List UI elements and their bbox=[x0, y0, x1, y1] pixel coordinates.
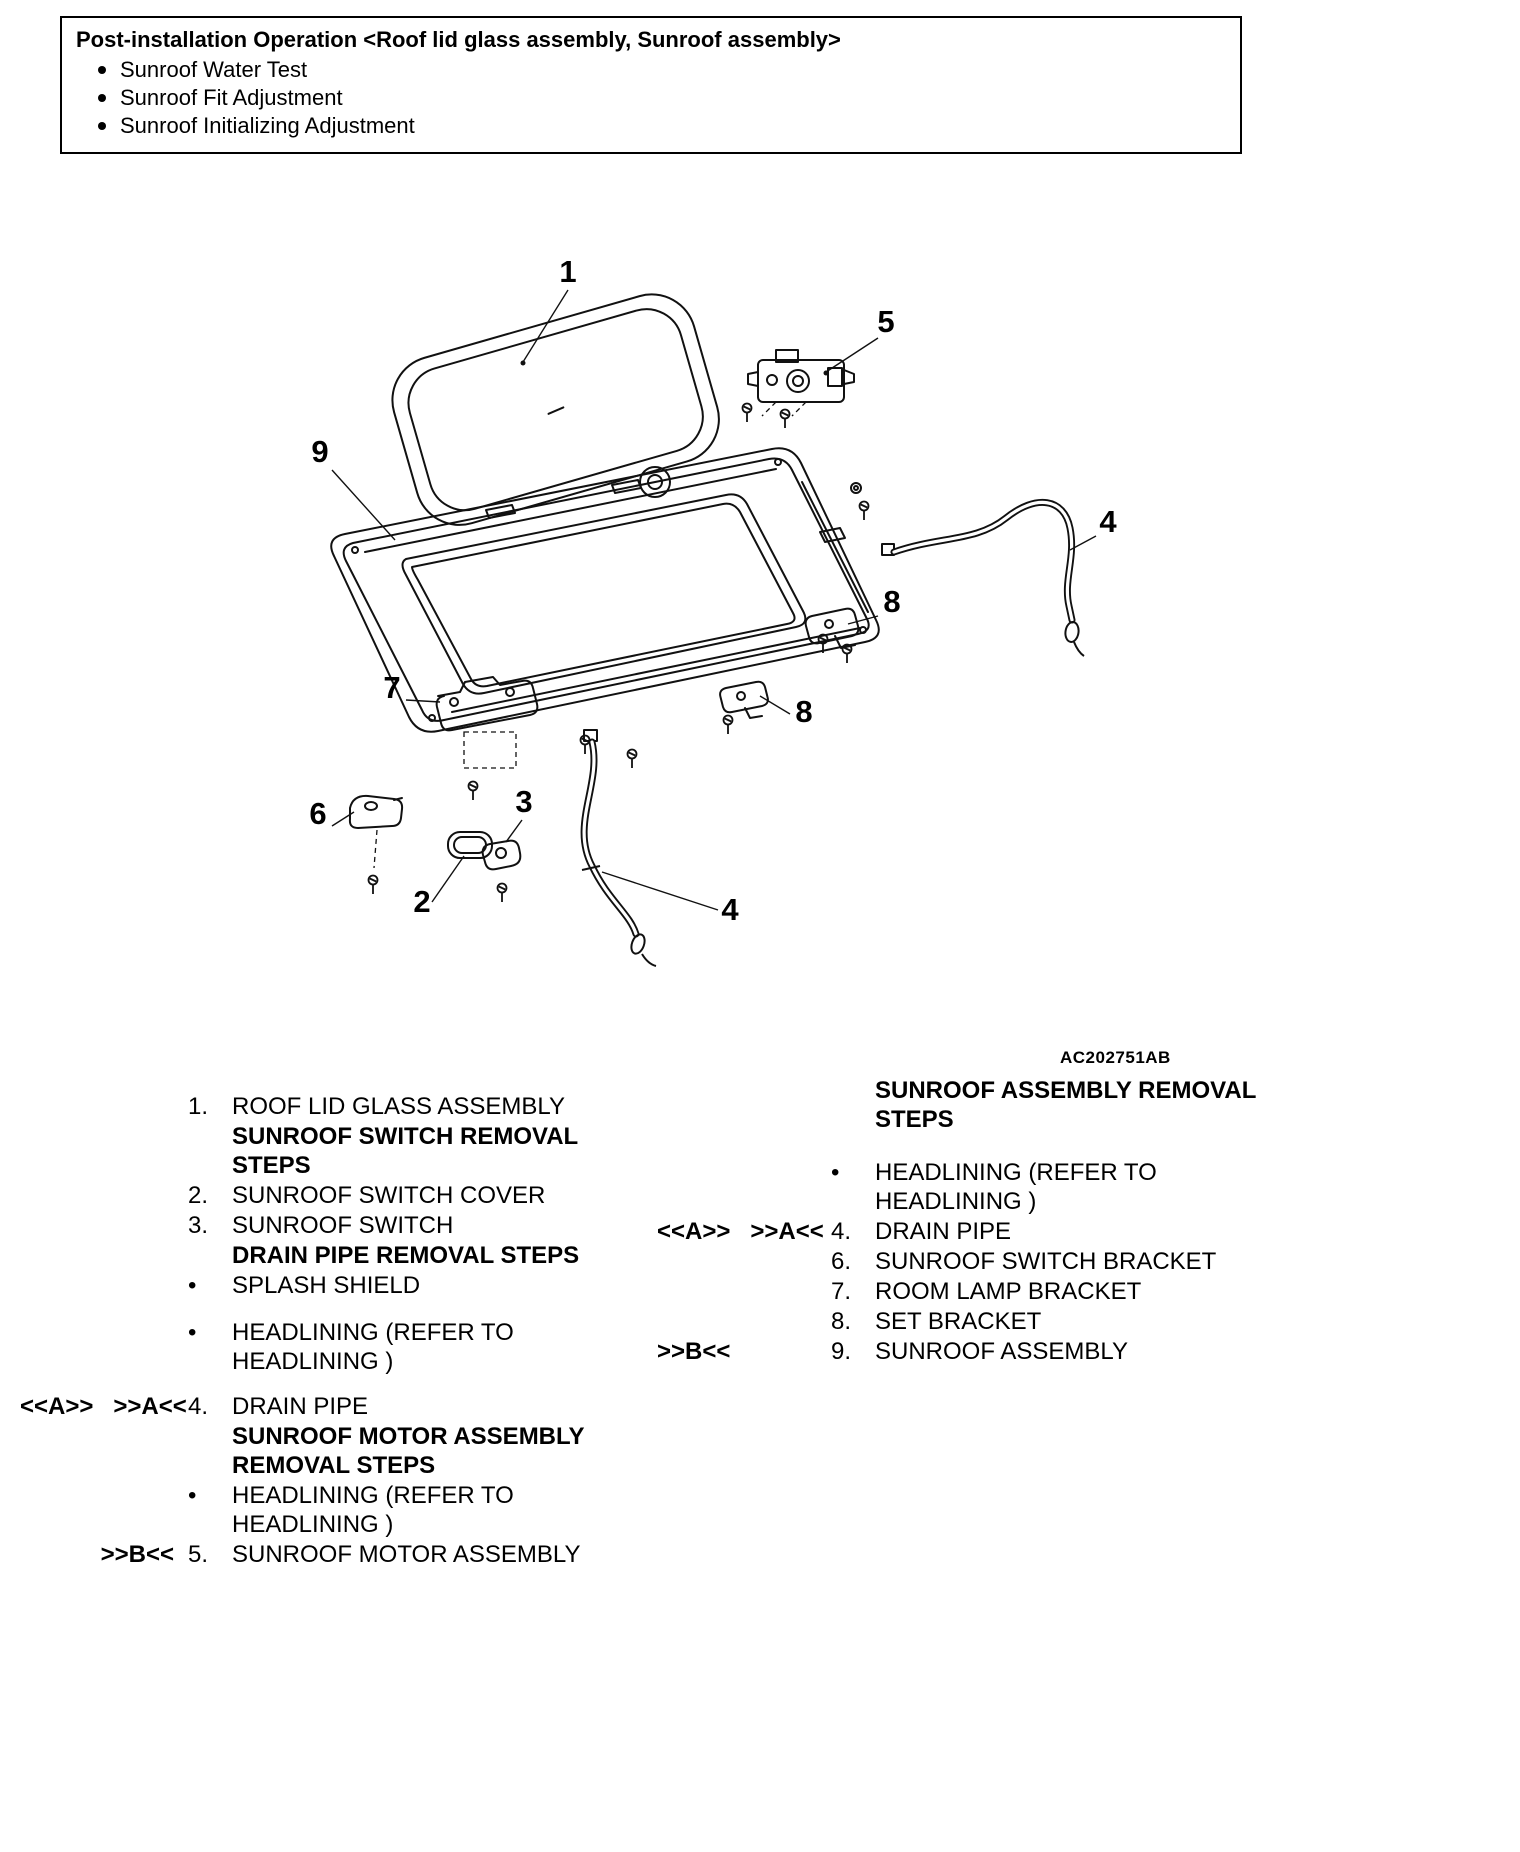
parts-list-heading: SUNROOF ASSEMBLY REMOVAL STEPS bbox=[655, 1076, 1335, 1134]
item-text: SUNROOF SWITCH COVER bbox=[232, 1182, 546, 1209]
parts-list-item: 2. SUNROOF SWITCH COVER bbox=[20, 1181, 660, 1210]
service-marker: >>B<< bbox=[657, 1338, 731, 1365]
callout-4-right: 4 bbox=[1099, 504, 1117, 539]
item-text: HEADLINING (REFER TO HEADLINING ) bbox=[875, 1159, 1157, 1215]
item-text: SPLASH SHIELD bbox=[232, 1272, 421, 1299]
item-text: SUNROOF MOTOR ASSEMBLY bbox=[232, 1541, 581, 1568]
bullet-text: Sunroof Water Test bbox=[120, 57, 308, 82]
parts-list-item: • HEADLINING (REFER TO HEADLINING ) bbox=[20, 1481, 660, 1539]
parts-list-item: <<A>> >>A<< 4. DRAIN PIPE bbox=[655, 1217, 1335, 1246]
bullet-item: Sunroof Initializing Adjustment bbox=[76, 112, 1226, 140]
callout-5: 5 bbox=[877, 304, 894, 339]
item-bullet: • bbox=[188, 1272, 197, 1299]
bullet-text: Sunroof Fit Adjustment bbox=[120, 85, 343, 110]
item-text: SUNROOF ASSEMBLY REMOVAL STEPS bbox=[875, 1077, 1256, 1133]
set-bracket-upper-drawing bbox=[804, 607, 860, 649]
item-text: SUNROOF SWITCH BRACKET bbox=[875, 1248, 1217, 1275]
item-number: 3. bbox=[188, 1212, 209, 1239]
parts-list-left: 1. ROOF LID GLASS ASSEMBLY SUNROOF SWITC… bbox=[20, 1092, 660, 1570]
assembly-dashed-lines bbox=[373, 401, 807, 869]
sunroof-switch-drawing bbox=[481, 839, 522, 871]
service-marker: >>B<< bbox=[100, 1541, 174, 1568]
exploded-diagram-svg: 1 5 9 4 8 8 7 3 6 2 4 bbox=[309, 254, 1117, 967]
parts-list-item: • HEADLINING (REFER TO HEADLINING ) bbox=[655, 1158, 1335, 1216]
parts-list-item: 3. SUNROOF SWITCH bbox=[20, 1211, 660, 1240]
item-number: 5. bbox=[188, 1541, 209, 1568]
callout-6: 6 bbox=[309, 796, 326, 831]
item-number: 4. bbox=[831, 1218, 852, 1245]
parts-list-item: >>B<< 9. SUNROOF ASSEMBLY bbox=[655, 1337, 1335, 1366]
callout-9: 9 bbox=[311, 434, 328, 469]
parts-list-heading: DRAIN PIPE REMOVAL STEPS bbox=[20, 1241, 660, 1270]
roof-lid-glass-drawing bbox=[391, 293, 720, 526]
bullet-dot-icon bbox=[98, 122, 106, 130]
parts-list-item: <<A>> >>A<< 4. DRAIN PIPE bbox=[20, 1392, 660, 1421]
post-installation-operation-box: Post-installation Operation <Roof lid gl… bbox=[60, 16, 1242, 154]
sunroof-switch-bracket-drawing bbox=[348, 794, 404, 829]
service-marker: <<A>> >>A<< bbox=[20, 1393, 187, 1420]
bullet-dot-icon bbox=[98, 94, 106, 102]
grommet-drawing bbox=[850, 482, 862, 494]
parts-list-item: • HEADLINING (REFER TO HEADLINING ) bbox=[20, 1318, 660, 1376]
post-installation-title: Post-installation Operation <Roof lid gl… bbox=[76, 27, 841, 52]
parts-list-item: 7. ROOM LAMP BRACKET bbox=[655, 1277, 1335, 1306]
sunroof-assembly-frame-drawing bbox=[330, 447, 895, 742]
screw-icons bbox=[367, 402, 870, 903]
sunroof-exploded-diagram: 1 5 9 4 8 8 7 3 6 2 4 bbox=[240, 240, 1280, 1040]
item-number: 8. bbox=[831, 1308, 852, 1335]
item-text: SUNROOF SWITCH REMOVAL STEPS bbox=[232, 1123, 578, 1179]
bullet-text: Sunroof Initializing Adjustment bbox=[120, 113, 415, 138]
callout-8-lower: 8 bbox=[795, 694, 812, 729]
item-text: ROOF LID GLASS ASSEMBLY bbox=[232, 1093, 565, 1120]
item-number: 7. bbox=[831, 1278, 852, 1305]
parts-list-item: • SPLASH SHIELD bbox=[20, 1271, 660, 1300]
parts-list-right: SUNROOF ASSEMBLY REMOVAL STEPS • HEADLIN… bbox=[655, 1076, 1335, 1367]
item-number: 9. bbox=[831, 1338, 852, 1365]
item-text: SET BRACKET bbox=[875, 1308, 1042, 1335]
item-text: ROOM LAMP BRACKET bbox=[875, 1278, 1142, 1305]
figure-code: AC202751AB bbox=[1060, 1048, 1171, 1067]
parts-list-item: >>B<< 5. SUNROOF MOTOR ASSEMBLY bbox=[20, 1540, 660, 1569]
drain-pipe-right-drawing bbox=[890, 499, 1085, 657]
set-bracket-lower-drawing bbox=[719, 680, 769, 719]
service-marker: <<A>> >>A<< bbox=[657, 1218, 824, 1245]
bullet-item: Sunroof Water Test bbox=[76, 56, 1226, 84]
callout-8-upper: 8 bbox=[883, 584, 900, 619]
item-text: HEADLINING (REFER TO HEADLINING ) bbox=[232, 1319, 514, 1375]
parts-list-item: 8. SET BRACKET bbox=[655, 1307, 1335, 1336]
item-text: DRAIN PIPE bbox=[232, 1393, 369, 1420]
item-bullet: • bbox=[188, 1482, 197, 1509]
item-text: DRAIN PIPE REMOVAL STEPS bbox=[232, 1242, 580, 1269]
callout-2: 2 bbox=[413, 884, 430, 919]
parts-list-heading: SUNROOF MOTOR ASSEMBLY REMOVAL STEPS bbox=[20, 1422, 660, 1480]
item-text: SUNROOF SWITCH bbox=[232, 1212, 454, 1239]
parts-list-heading: SUNROOF SWITCH REMOVAL STEPS bbox=[20, 1122, 660, 1180]
callout-1: 1 bbox=[559, 254, 576, 289]
sunroof-motor-drawing bbox=[747, 349, 855, 403]
item-bullet: • bbox=[188, 1319, 197, 1346]
callout-numbers: 1 5 9 4 8 8 7 3 6 2 4 bbox=[309, 254, 1117, 927]
drain-pipe-bottom-drawing bbox=[580, 738, 657, 967]
bullet-dot-icon bbox=[98, 66, 106, 74]
item-text: SUNROOF ASSEMBLY bbox=[875, 1338, 1128, 1365]
callout-7: 7 bbox=[383, 670, 400, 705]
callout-leader-lines bbox=[331, 289, 1097, 911]
bullet-item: Sunroof Fit Adjustment bbox=[76, 84, 1226, 112]
parts-list-item: 6. SUNROOF SWITCH BRACKET bbox=[655, 1247, 1335, 1276]
callout-4-bottom: 4 bbox=[721, 892, 739, 927]
item-text: DRAIN PIPE bbox=[875, 1218, 1012, 1245]
item-number: 6. bbox=[831, 1248, 852, 1275]
item-number: 2. bbox=[188, 1182, 209, 1209]
item-bullet: • bbox=[831, 1159, 840, 1186]
item-text: HEADLINING (REFER TO HEADLINING ) bbox=[232, 1482, 514, 1538]
post-installation-bullets: Sunroof Water Test Sunroof Fit Adjustmen… bbox=[76, 56, 1226, 140]
callout-3: 3 bbox=[515, 784, 532, 819]
item-number: 1. bbox=[188, 1093, 209, 1120]
item-text: SUNROOF MOTOR ASSEMBLY REMOVAL STEPS bbox=[232, 1423, 585, 1479]
parts-list-item: 1. ROOF LID GLASS ASSEMBLY bbox=[20, 1092, 660, 1121]
room-lamp-bracket-drawing bbox=[435, 676, 539, 732]
item-number: 4. bbox=[188, 1393, 209, 1420]
